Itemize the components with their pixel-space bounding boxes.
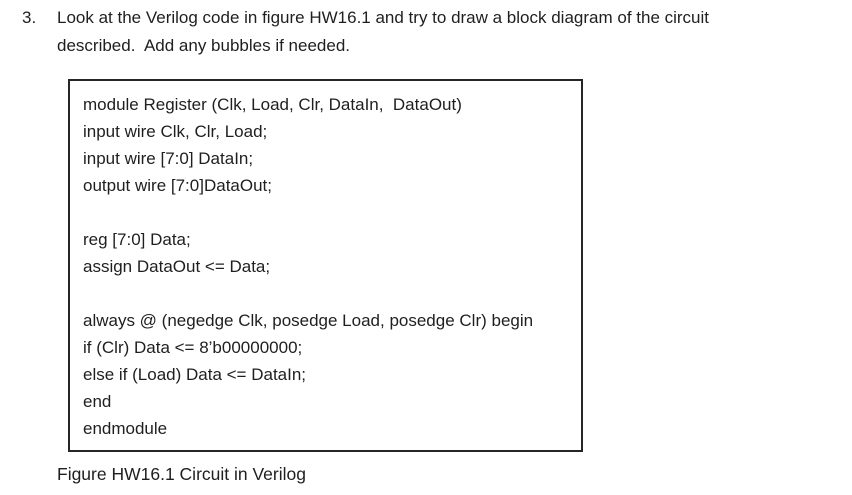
problem-number: 3. [22, 8, 37, 27]
code-line-endmodule: endmodule [83, 419, 168, 438]
code-line-module-declaration: module Register (Clk, Load, Clr, DataIn,… [83, 95, 462, 114]
code-line-blank-2 [83, 280, 567, 307]
code-line-reg-data: reg [7:0] Data; [83, 230, 191, 249]
code-line-else-if-load: else if (Load) Data <= DataIn; [83, 365, 307, 384]
code-line-if-clr: if (Clr) Data <= 8’b00000000; [83, 338, 303, 357]
problem-text-line-2: described. Add any bubbles if needed. [57, 36, 350, 55]
verilog-code-box: module Register (Clk, Load, Clr, DataIn,… [68, 79, 583, 452]
code-line-input-wires: input wire Clk, Clr, Load; [83, 122, 268, 141]
code-line-input-datain: input wire [7:0] DataIn; [83, 149, 254, 168]
figure-caption: Figure HW16.1 Circuit in Verilog [57, 464, 306, 484]
code-line-output-dataout: output wire [7:0]DataOut; [83, 176, 272, 195]
problem-statement: Look at the Verilog code in figure HW16.… [57, 4, 709, 60]
problem-text-line-1: Look at the Verilog code in figure HW16.… [57, 8, 710, 27]
code-line-blank-1 [83, 199, 567, 226]
code-line-always-block: always @ (negedge Clk, posedge Load, pos… [83, 311, 534, 330]
code-line-end: end [83, 392, 112, 411]
code-line-assign: assign DataOut <= Data; [83, 257, 271, 276]
